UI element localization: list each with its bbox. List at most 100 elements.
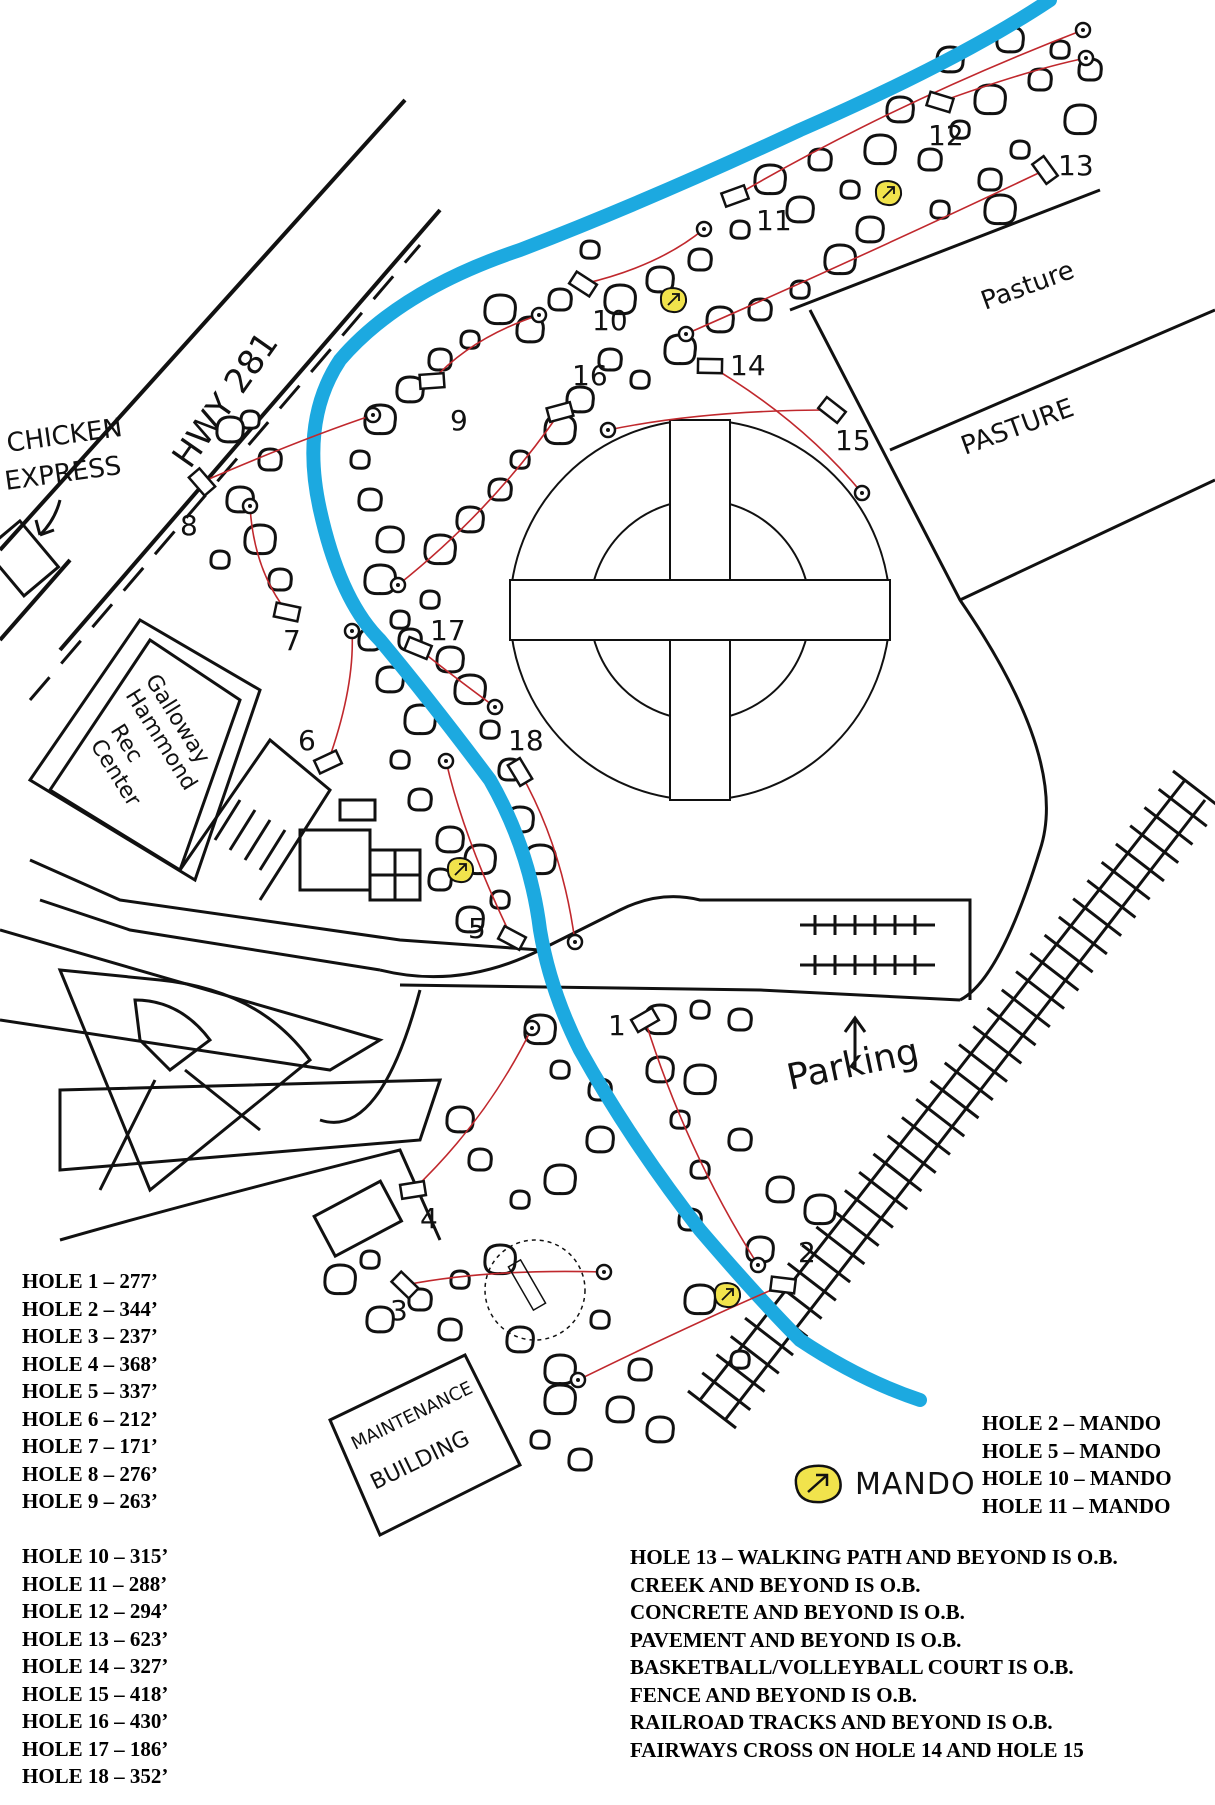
- tree-cluster: [389, 609, 411, 630]
- railroad-tie: [958, 1043, 1008, 1083]
- tree-cluster: [239, 409, 261, 430]
- railroad-tie: [729, 1335, 780, 1375]
- railroad-tie: [1029, 952, 1080, 992]
- tree-cluster: [435, 825, 465, 854]
- tree-cluster: [863, 133, 897, 166]
- distance-front-1: HOLE 1 – 277’: [22, 1269, 158, 1293]
- railroad-tie: [1043, 933, 1094, 974]
- tee-pad-hole-4: [398, 1179, 428, 1201]
- tee-pad-hole-9: [418, 371, 446, 391]
- tree-cluster: [529, 1429, 551, 1450]
- tree-cluster: [579, 239, 601, 260]
- tee-pad-hole-17: [402, 635, 434, 661]
- courts: [298, 798, 422, 902]
- hole-number-9: 9: [450, 404, 468, 437]
- tree-cluster: [479, 719, 501, 740]
- distance-front-7: HOLE 7 – 171’: [22, 1434, 158, 1458]
- hole-number-2: 2: [798, 1236, 816, 1269]
- basket-center: [860, 491, 864, 495]
- tree-cluster: [357, 487, 383, 512]
- tree-cluster: [683, 1283, 717, 1316]
- tree-cluster: [543, 1163, 577, 1196]
- fairway-hole-8: [201, 414, 374, 483]
- tree-cluster: [855, 215, 885, 244]
- tree-cluster: [267, 567, 293, 592]
- mando-marker: [446, 856, 475, 884]
- tree-cluster: [389, 749, 411, 770]
- tree-cluster: [645, 1055, 675, 1084]
- distance-front-9: HOLE 9 – 263’: [22, 1489, 158, 1513]
- tree-cluster: [683, 1063, 717, 1096]
- mando-marker: [713, 1281, 742, 1309]
- tree-cluster: [727, 1007, 753, 1032]
- hole-number-15: 15: [835, 424, 871, 457]
- tree-cluster: [509, 449, 531, 470]
- distance-back-13: HOLE 13 – 623’: [22, 1626, 169, 1651]
- distance-legend: HOLE 1 – 277’ HOLE 2 – 344’ HOLE 3 – 237…: [22, 1268, 168, 1791]
- basket-center: [576, 1378, 580, 1382]
- tree-cluster: [663, 333, 697, 366]
- tee-pad-hole-16: [545, 400, 575, 424]
- tree-cluster: [973, 83, 1007, 116]
- tree-cluster: [403, 703, 437, 736]
- tree-cluster: [1049, 39, 1071, 60]
- tree-cluster: [589, 1309, 611, 1330]
- pavilion: [312, 1179, 404, 1259]
- tree-cluster: [1027, 67, 1053, 92]
- mando-hole-2: HOLE 2 – MANDO: [982, 1411, 1162, 1435]
- railroad-tie: [1086, 879, 1137, 919]
- tree-cluster: [567, 1447, 593, 1472]
- tree-cluster: [515, 315, 545, 344]
- ob-rules: HOLE 13 – WALKING PATH AND BEYOND IS O.B…: [630, 1544, 1118, 1764]
- tree-cluster: [363, 563, 397, 596]
- basket-center: [602, 1270, 606, 1274]
- chicken-express-arrow: [34, 499, 62, 537]
- hole-number-6: 6: [298, 724, 316, 757]
- railroad-tie: [858, 1170, 909, 1211]
- railroad-tie: [786, 1262, 837, 1302]
- railroad-tie: [815, 1225, 866, 1266]
- tree-cluster: [419, 589, 441, 610]
- ob-rule-6: RAILROAD TRACKS AND BEYOND IS O.B.: [630, 1710, 1053, 1734]
- railroad-tie: [843, 1189, 894, 1229]
- railroad-tie: [701, 1371, 752, 1411]
- tree-cluster: [807, 147, 833, 172]
- tree-cluster: [375, 525, 405, 554]
- railroad-tie: [929, 1079, 980, 1120]
- tree-cluster: [543, 1353, 577, 1386]
- tree-cluster: [803, 1193, 837, 1226]
- fairway-hole-2: [577, 1284, 784, 1381]
- tree-cluster: [687, 247, 713, 272]
- distance-front-8: HOLE 8 – 276’: [22, 1461, 158, 1486]
- railroad-tracks: [687, 769, 1215, 1430]
- basket-center: [537, 313, 541, 317]
- railroad-tie: [1143, 806, 1194, 846]
- fairway-hole-12: [939, 57, 1087, 103]
- tree-cluster: [645, 265, 675, 294]
- mando-hole-10: HOLE 10 – MANDO: [982, 1466, 1172, 1490]
- tree-cluster: [427, 867, 453, 892]
- tree-cluster: [917, 147, 943, 172]
- tree-cluster: [395, 375, 425, 404]
- tree-cluster: [839, 179, 861, 200]
- tree-cluster: [729, 219, 751, 240]
- tree-cluster: [1009, 139, 1031, 160]
- ob-rule-1: CREEK AND BEYOND IS O.B.: [630, 1572, 921, 1597]
- mando-marker: [659, 286, 688, 314]
- railroad-tie: [687, 1389, 737, 1430]
- ob-rule-3: PAVEMENT AND BEYOND IS O.B.: [630, 1627, 962, 1652]
- fairway-hole-3: [404, 1270, 605, 1286]
- tree-cluster: [747, 297, 773, 322]
- tee-pad-hole-2: [768, 1275, 798, 1295]
- tee-circle: [484, 1239, 586, 1341]
- sign-marker: [507, 1258, 547, 1312]
- tree-cluster: [427, 347, 453, 372]
- tree-cluster: [407, 787, 433, 812]
- chicken-express-label-2: EXPRESS: [3, 451, 123, 497]
- fairway-hole-6: [327, 630, 354, 763]
- distance-back-16: HOLE 16 – 430’: [22, 1709, 169, 1733]
- tree-cluster: [437, 1317, 463, 1342]
- tree-cluster: [215, 415, 245, 444]
- fairway-hole-10: [582, 228, 705, 285]
